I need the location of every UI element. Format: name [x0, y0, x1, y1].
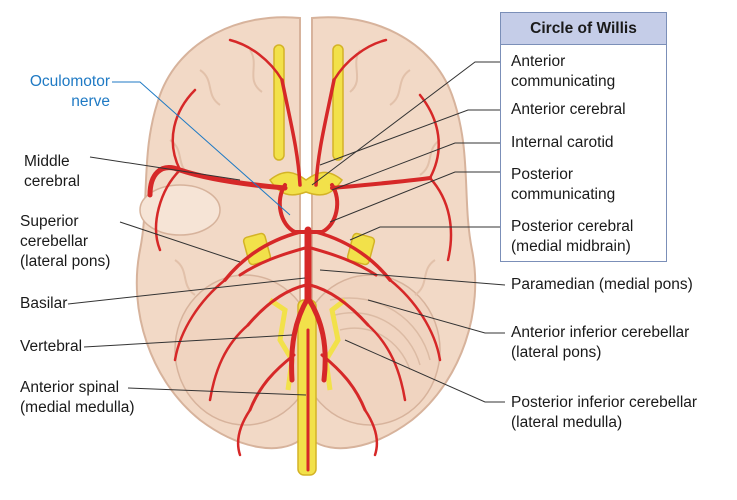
leader-anterior-cerebral: [319, 109, 505, 166]
vertebral-artery-right: [305, 295, 328, 383]
label-anterior-cerebral: Anterior cerebral: [511, 101, 626, 118]
leader-vertebral: [83, 334, 293, 348]
olfactory-tract-left: [273, 44, 285, 161]
anterior-cerebral-left: [280, 78, 302, 187]
gyri-detail: [169, 49, 441, 296]
cerebellum-right: [299, 274, 441, 426]
circle-of-willis-box: Circle of Willis: [500, 12, 667, 262]
olfactory-tract-right: [332, 44, 344, 161]
anterior-cerebral-right: [314, 78, 336, 187]
leader-middle-cerebral: [89, 156, 241, 181]
circle-of-willis-title: Circle of Willis: [501, 13, 666, 45]
label-middle-cerebral: Middle cerebral: [24, 153, 80, 190]
label-paramedian: Paramedian (medial pons): [511, 276, 693, 293]
superior-cerebellar-right: [309, 246, 378, 277]
label-superior-cerebellar: Superior cerebellar (lateral pons): [20, 213, 111, 270]
vertebral-artery-left: [289, 295, 311, 383]
superior-cerebellar-left: [238, 246, 307, 277]
label-aica: Anterior inferior cerebellar (lateral po…: [511, 324, 690, 361]
posterior-cerebral-left: [223, 230, 302, 282]
leader-oculomotor: [112, 81, 291, 216]
optic-chiasm: [268, 171, 344, 196]
leader-anterior-spinal: [127, 387, 307, 396]
leader-aica: [367, 299, 505, 334]
leader-basilar: [67, 277, 306, 305]
leader-superior-cerebellar: [119, 221, 241, 263]
label-vertebral: Vertebral: [20, 338, 83, 355]
pica-left: [248, 353, 296, 412]
arteries: [147, 38, 453, 472]
label-anterior-spinal: Anterior spinal (medial medulla): [20, 379, 135, 416]
leader-anterior-communicating: [311, 61, 505, 186]
posterior-cerebral-right: [314, 230, 392, 282]
leader-pica: [344, 339, 505, 403]
leader-lines: [67, 61, 506, 403]
leader-posterior-communicating: [329, 171, 505, 223]
pica-right: [320, 353, 367, 412]
label-pica: Posterior inferior cerebellar (lateral m…: [511, 394, 698, 431]
label-anterior-communicating: Anterior communicating: [511, 53, 616, 90]
label-internal-carotid: Internal carotid: [511, 134, 614, 151]
aica-right: [308, 283, 370, 327]
leader-internal-carotid: [331, 142, 505, 191]
cerebellum-folia: [329, 297, 431, 371]
label-posterior-communicating: Posterior communicating: [511, 166, 616, 203]
circle-ring: [277, 183, 340, 234]
label-basilar: Basilar: [20, 295, 68, 312]
leader-paramedian: [319, 269, 506, 286]
label-posterior-cerebral: Posterior cerebral (medial midbrain): [511, 218, 634, 255]
temporal-lobe-left: [139, 184, 221, 236]
middle-cerebral-right: [330, 176, 432, 190]
cortical-branches: [154, 38, 453, 457]
aica-left: [246, 283, 308, 327]
label-oculomotor-nerve: Oculomotor nerve: [29, 73, 110, 110]
leader-posterior-cerebral: [349, 226, 505, 241]
